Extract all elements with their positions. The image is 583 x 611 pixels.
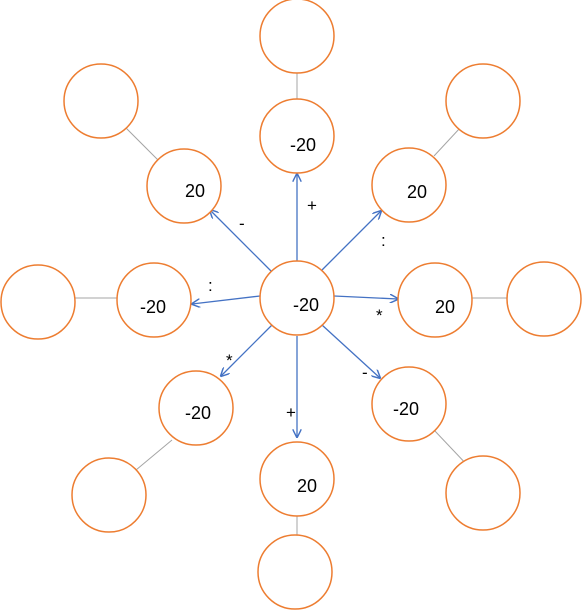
value-bottom: 20: [297, 476, 317, 496]
inner-circles: [116, 98, 473, 517]
value-bottom-right: -20: [393, 399, 419, 419]
connector-top-right: [433, 127, 461, 157]
outer-circle-left: [0, 264, 76, 340]
outer-circle-top-right: [445, 63, 521, 139]
connector-top-left: [125, 127, 159, 161]
connector-bottom-left: [135, 439, 173, 471]
inner-circle-top-left: [146, 148, 222, 224]
values: -20 -20 20 20 -20 20 -20 -20 20: [140, 135, 455, 496]
operator-top: +: [307, 196, 317, 215]
value-top-right: 20: [407, 182, 427, 202]
inner-circle-bottom: [259, 441, 335, 517]
inner-circle-top-right: [371, 147, 447, 223]
value-top-left: 20: [185, 181, 205, 201]
outer-circle-bottom-right: [445, 455, 521, 531]
inner-circle-top: [259, 98, 335, 174]
value-right: 20: [435, 297, 455, 317]
center-circle: [259, 260, 335, 336]
arrow-left: [192, 295, 261, 304]
arrows: [192, 174, 398, 437]
operator-left: :: [208, 276, 213, 295]
value-left: -20: [140, 297, 166, 317]
outer-circle-top-left: [63, 63, 139, 139]
operator-bottom-right: -: [362, 363, 368, 382]
operators: + : * - + * : -: [208, 196, 386, 422]
inner-circle-bottom-right: [371, 366, 447, 442]
outer-circle-top: [259, 0, 335, 74]
outer-circle-bottom: [257, 534, 333, 610]
outer-circle-bottom-left: [71, 457, 147, 533]
inner-circle-left: [116, 262, 192, 338]
arrow-top-left: [210, 210, 273, 273]
operator-top-left: -: [239, 214, 245, 233]
operator-bottom-left: *: [226, 351, 233, 370]
outer-circle-right: [506, 261, 582, 337]
operator-bottom: +: [286, 403, 296, 422]
arrow-top-right: [321, 211, 381, 271]
center-value: -20: [293, 295, 319, 315]
value-top: -20: [290, 135, 316, 155]
arrow-right: [333, 296, 398, 299]
inner-circle-right: [397, 262, 473, 338]
arrow-bottom-right: [321, 324, 380, 378]
arrow-bottom-left: [221, 324, 273, 376]
value-bottom-left: -20: [185, 403, 211, 423]
operator-right: *: [376, 306, 383, 325]
inner-circle-bottom-left: [158, 370, 234, 446]
operator-top-right: :: [381, 231, 386, 250]
